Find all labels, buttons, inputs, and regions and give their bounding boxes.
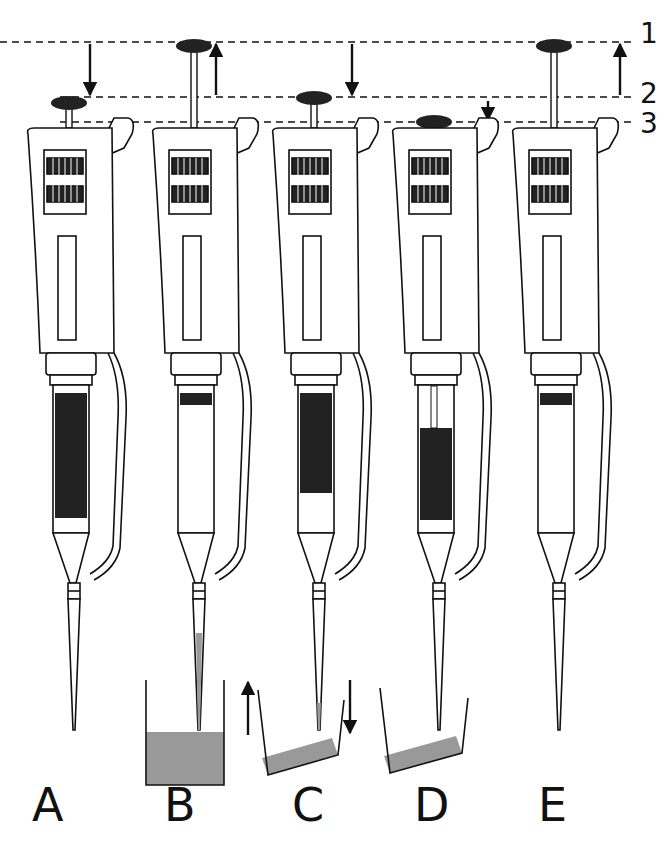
panel-letter: A bbox=[32, 782, 63, 828]
step-number: 3 bbox=[640, 110, 658, 138]
step-number: 2 bbox=[640, 80, 658, 108]
panel-letter: D bbox=[414, 782, 449, 828]
panel-letter: C bbox=[292, 782, 324, 828]
panel-letter: B bbox=[164, 782, 196, 828]
step-number: 1 bbox=[640, 20, 658, 48]
panel-letter: E bbox=[538, 782, 567, 828]
